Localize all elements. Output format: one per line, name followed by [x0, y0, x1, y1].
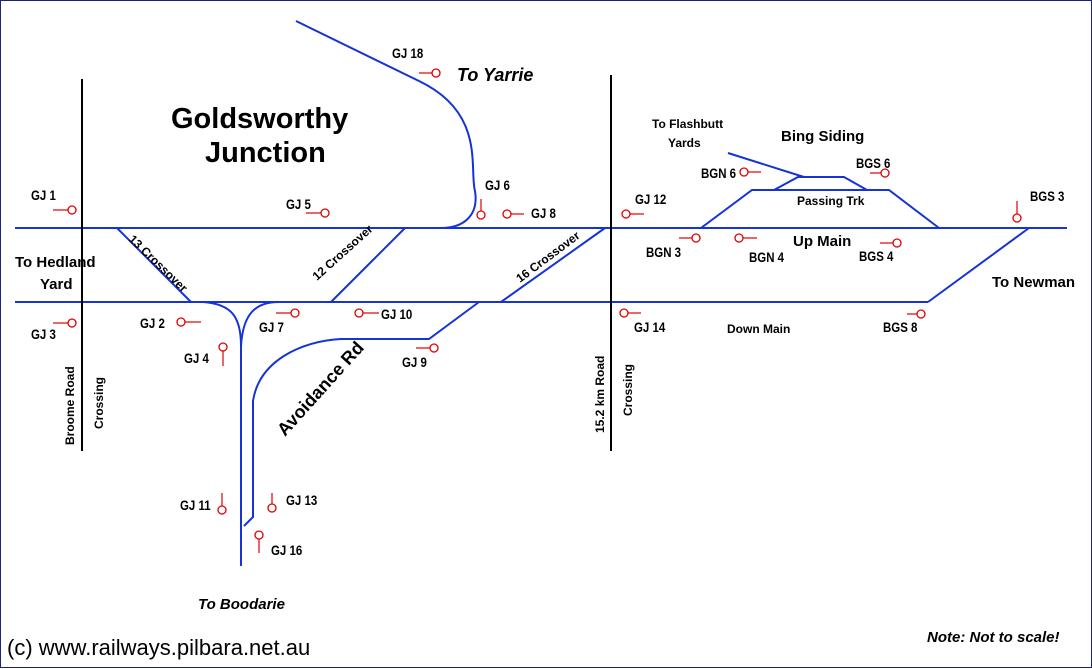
signal-gj2-label: GJ 2	[140, 315, 165, 331]
signal-gj1-icon	[53, 205, 77, 215]
signal-gj9-label: GJ 9	[402, 354, 427, 370]
boodarie-west-curve	[202, 301, 242, 566]
signal-gj16-label: GJ 16	[271, 542, 302, 558]
signal-gj8-label: GJ 8	[531, 205, 556, 221]
signal-bgs6-label: BGS 6	[856, 155, 890, 171]
signal-gj18-icon	[419, 68, 441, 78]
yarrie-line-track	[295, 20, 477, 229]
signal-gj11-icon	[217, 493, 227, 515]
passing-trk-label: Passing Trk	[797, 194, 865, 208]
signal-bgs8-icon	[907, 309, 926, 319]
copyright-text: (c) www.railways.pilbara.net.au	[7, 635, 310, 660]
flashbutt-yards-track	[727, 152, 805, 178]
signal-bgs4-icon	[880, 238, 902, 248]
signal-gj12-icon	[621, 209, 644, 219]
signal-gj6-label: GJ 6	[485, 177, 510, 193]
signal-labels: GJ 1 GJ 3 GJ 2 GJ 4 GJ 5 GJ 6 GJ 7 GJ 8 …	[31, 45, 1064, 558]
to-boodarie-label: To Boodarie	[198, 596, 285, 613]
signal-gj14-icon	[619, 308, 641, 318]
crossover-12-track	[330, 227, 406, 303]
signal-bgn6-icon	[739, 167, 761, 177]
signal-gj3-label: GJ 3	[31, 326, 56, 342]
newman-connection-track	[927, 227, 1030, 303]
signal-bgn3-label: BGN 3	[646, 244, 681, 260]
signal-gj3-icon	[53, 318, 77, 328]
signal-bgs3-label: BGS 3	[1030, 188, 1064, 204]
signal-gj10-icon	[354, 308, 379, 318]
signal-gj4-label: GJ 4	[184, 350, 210, 366]
km-road-label-line1: 15.2 km Road	[593, 356, 607, 433]
signals	[53, 68, 1022, 553]
signal-bgn6-label: BGN 6	[701, 165, 736, 181]
crossover-16-track	[500, 227, 606, 303]
signal-bgs4-label: BGS 4	[859, 248, 894, 264]
road-crossings	[81, 75, 612, 451]
not-to-scale-note: Note: Not to scale!	[927, 629, 1060, 646]
title-line1: Goldsworthy	[171, 103, 348, 135]
avoidance-road-track	[243, 301, 480, 527]
down-main-label: Down Main	[727, 322, 790, 336]
signal-gj14-label: GJ 14	[634, 319, 666, 335]
signal-gj9-icon	[416, 343, 439, 353]
signal-gj11-label: GJ 11	[180, 497, 211, 513]
signal-gj18-label: GJ 18	[392, 45, 423, 61]
title-line2: Junction	[205, 137, 326, 169]
to-hedland-label-line2: Yard	[40, 276, 73, 293]
signal-bgs8-label: BGS 8	[883, 319, 917, 335]
broome-road-label-line1: Broome Road	[63, 366, 77, 445]
signal-gj16-icon	[254, 530, 264, 553]
crossover-13-label: 13 Crossover	[126, 232, 191, 295]
bing-siding-label: Bing Siding	[781, 128, 864, 145]
km-road-label-line2: Crossing	[621, 364, 635, 416]
signal-bgs6-icon	[870, 168, 890, 178]
signal-gj5-icon	[306, 208, 330, 218]
to-flashbutt-label-line2: Yards	[668, 136, 701, 150]
up-main-label: Up Main	[793, 233, 851, 250]
signal-gj10-label: GJ 10	[381, 306, 412, 322]
signal-gj4-icon	[218, 342, 228, 366]
signal-gj2-icon	[176, 317, 201, 327]
signal-gj12-label: GJ 12	[635, 191, 666, 207]
signal-gj8-icon	[502, 209, 524, 219]
to-yarrie-label: To Yarrie	[457, 65, 533, 85]
crossover-13-track	[116, 227, 192, 303]
broome-road-label-line2: Crossing	[92, 377, 106, 429]
signal-bgn4-icon	[734, 233, 757, 243]
signal-bgn3-icon	[679, 233, 701, 243]
signal-bgs3-icon	[1012, 201, 1022, 223]
signal-gj1-label: GJ 1	[31, 187, 56, 203]
signal-gj7-label: GJ 7	[259, 319, 284, 335]
signal-bgn4-label: BGN 4	[749, 249, 785, 265]
signal-gj13-label: GJ 13	[286, 492, 317, 508]
crossover-12-label: 12 Crossover	[310, 222, 376, 284]
crossover-16-label: 16 Crossover	[513, 228, 582, 285]
to-newman-label: To Newman	[992, 274, 1075, 291]
to-flashbutt-label-line1: To Flashbutt	[652, 117, 723, 131]
signal-gj13-icon	[267, 493, 277, 513]
signal-gj7-icon	[276, 308, 300, 318]
tracks	[15, 20, 1067, 566]
bing-siding-track	[773, 176, 868, 191]
signal-gj6-icon	[476, 199, 486, 220]
to-hedland-label-line1: To Hedland	[15, 254, 96, 271]
boodarie-east-curve	[240, 301, 280, 347]
signal-gj5-label: GJ 5	[286, 196, 311, 212]
passing-track	[700, 189, 940, 229]
